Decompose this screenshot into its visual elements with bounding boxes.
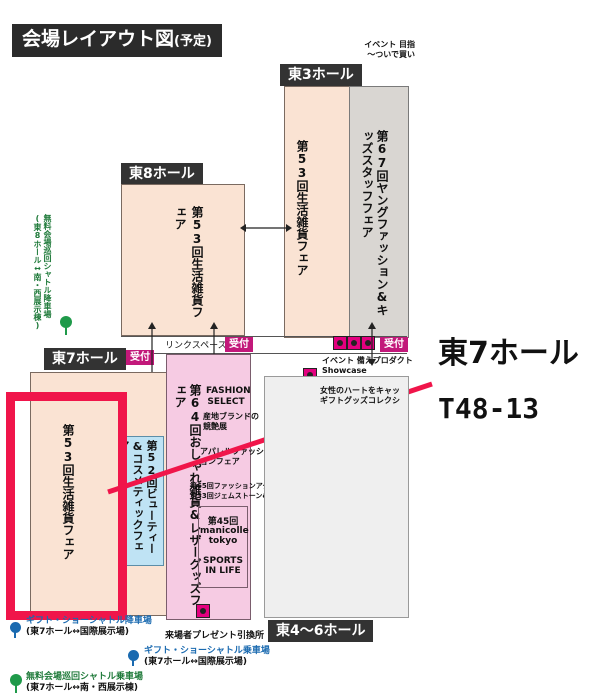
zone-manicolle bbox=[198, 506, 248, 588]
reception-badge-3: 受付 bbox=[380, 337, 408, 352]
map-title: 会場レイアウト図(予定) bbox=[12, 24, 222, 57]
event-product-label: イベント 備えプロダクト Showcase bbox=[322, 356, 413, 376]
event-buy-line2: 〜ついで買い bbox=[367, 50, 415, 59]
hall-label-east4-6: 東4〜6ホール bbox=[268, 620, 374, 642]
gift-shuttle-board-line2: (東7ホール↔国際展示場) bbox=[144, 657, 248, 667]
free-shuttle-board-line2: (東7ホール↔南・西展示棟) bbox=[26, 683, 139, 693]
zone-east3-left bbox=[284, 86, 350, 338]
exhibit-accessory-65: 第65回ファッションアクセサリーフェア bbox=[190, 482, 318, 490]
exhibit-manicolle-number: 第45回 bbox=[207, 517, 239, 527]
free-shuttle-board-pin bbox=[10, 674, 22, 693]
gift-shuttle-drop-label: ギフト・ショーシャトル降車場 (東7ホール↔国際展示場) bbox=[26, 616, 152, 638]
callout-booth: T48-13 bbox=[438, 392, 540, 425]
free-shuttle-board-label: 無料会場巡回シャトル乗車場 (東7ホール↔南・西展示棟) bbox=[26, 672, 143, 694]
exhibit-east3-left: 第53回生活雑貨フェア bbox=[295, 140, 309, 276]
gift-shuttle-board-line1: ギフト・ショーシャトル乗車場 bbox=[144, 646, 270, 656]
zone-east4-6 bbox=[264, 376, 409, 618]
hall-label-east7: 東7ホール bbox=[44, 348, 126, 370]
exhibit-beauty: 第52回ビューティー&コスメティックフェア bbox=[117, 440, 158, 554]
shuttle-drop-east8-pin bbox=[60, 316, 72, 335]
exhibit-regional-brand: 産地ブランドの競艶展 bbox=[203, 412, 259, 431]
event-product-line1: イベント 備えプロダクト bbox=[322, 356, 413, 365]
gift-shuttle-drop-pin bbox=[10, 622, 21, 638]
exhibit-east8: 第53回生活雑貨フェア bbox=[173, 206, 204, 318]
reception-badge-2: 受付 bbox=[126, 350, 154, 365]
hall-label-east8: 東8ホール bbox=[121, 163, 203, 185]
exhibit-east7-main: 第53回生活雑貨フェア bbox=[61, 424, 75, 560]
connector-east8-east3 bbox=[240, 224, 292, 232]
gift-shuttle-board-label: ギフト・ショーシャトル乗車場 (東7ホール↔国際展示場) bbox=[144, 646, 270, 668]
map-title-main: 会場レイアウト図 bbox=[22, 28, 175, 50]
gift-goods-line2: ギフトグッズコレクシ bbox=[320, 396, 400, 405]
zone-east8 bbox=[121, 184, 245, 336]
event-buy-line1: イベント 目指 bbox=[364, 40, 415, 49]
event-label-top: イベント 目指 〜ついで買い bbox=[355, 40, 415, 60]
event-product-line2: Showcase bbox=[322, 366, 367, 375]
gift-shuttle-drop-line2: (東7ホール↔国際展示場) bbox=[26, 627, 130, 637]
gift-shuttle-board-pin bbox=[128, 650, 139, 666]
marker-corridor-1 bbox=[333, 336, 347, 350]
map-title-sub: (予定) bbox=[174, 34, 212, 49]
gift-goods-label: 女性のハートをキャッ ギフトグッズコレクシ bbox=[320, 386, 408, 406]
free-shuttle-board-line1: 無料会場巡回シャトル乗車場 bbox=[26, 672, 144, 682]
gift-shuttle-drop-line1: ギフト・ショーシャトル降車場 bbox=[26, 616, 152, 626]
exhibit-fashion-select: FASHION SELECT bbox=[206, 386, 251, 407]
gift-goods-line1: 女性のハートをキャッ bbox=[320, 386, 400, 395]
marker-visitor-gift bbox=[196, 604, 210, 618]
hall-label-east3: 東3ホール bbox=[280, 64, 362, 86]
highlight-booth-area bbox=[6, 392, 127, 620]
link-space-corridor bbox=[121, 336, 407, 354]
exhibit-east3-right: 第67回ヤングファッション&キッズスタッフフェア bbox=[360, 130, 389, 316]
exhibit-manicolle-name: manicolle tokyo bbox=[200, 526, 249, 546]
zone-oshare bbox=[166, 354, 251, 620]
exhibit-sports-in-life: SPORTS IN LIFE bbox=[203, 556, 243, 576]
callout-hall: 東7ホール bbox=[438, 336, 579, 371]
link-space-label: リンクスペース bbox=[165, 341, 227, 351]
shuttle-drop-east8-label: 無料会場巡回シャトル降車場(東8ホール↔南・西展示棟) bbox=[33, 214, 52, 330]
reception-badge-1: 受付 bbox=[225, 337, 253, 352]
marker-corridor-2 bbox=[347, 336, 361, 350]
visitor-gift-label: 来場者プレゼント引換所 bbox=[165, 631, 265, 641]
zone-east3-right bbox=[349, 86, 409, 338]
